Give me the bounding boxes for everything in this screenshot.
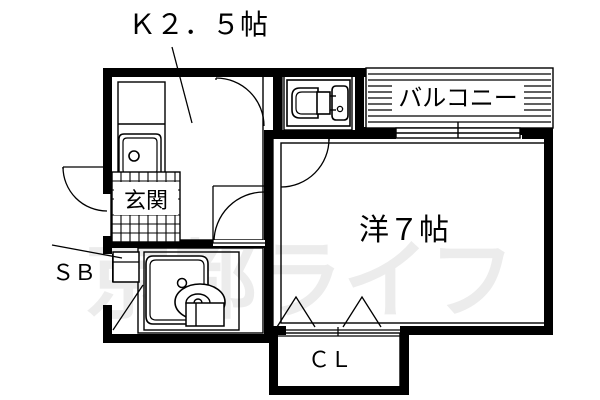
balcony-edge-left (364, 127, 396, 135)
shoe-box-label: ＳＢ (52, 261, 96, 286)
sb-leader-line (51, 244, 123, 259)
main-room-door-swing-icon (280, 138, 330, 188)
kitchen-leader-line (171, 46, 193, 124)
wall-closet-left (269, 326, 278, 395)
balcony-edge-right (520, 127, 553, 135)
unit-bath-outline (143, 251, 240, 331)
wall-wc-right (355, 68, 364, 139)
wall-wc-bottom (264, 130, 372, 139)
wall-top-left (103, 68, 373, 77)
bathroom-fixtures (143, 251, 240, 331)
wall-center-vertical-lower (264, 244, 273, 343)
kitchen-sink-drain-icon (128, 150, 140, 162)
wall-right-exterior (544, 130, 553, 327)
wall-genkan-bottom (112, 240, 264, 248)
toilet-fixture (286, 79, 351, 127)
kitchen-sink-unit (117, 81, 166, 187)
wall-closet-bottom (269, 386, 409, 395)
walls (103, 68, 553, 395)
entrance-door-swing-icon (62, 166, 108, 212)
door-frames (272, 77, 283, 326)
wall-main-bottom-right (400, 326, 553, 335)
closet-folding-door-icon (276, 295, 400, 337)
kitchen-label: Ｋ２．５帖 (128, 8, 268, 41)
wall-left-upper (103, 68, 112, 194)
entrance-genkan: 玄関 (111, 171, 181, 243)
kitchen-door-swing-icon (215, 77, 265, 127)
toilet-bowl-inner (295, 91, 319, 115)
balcony-label-backing (392, 85, 524, 111)
balcony-sliding-door (395, 122, 521, 139)
balcony-label: バルコニー (398, 84, 518, 112)
balcony-area: バルコニー (365, 67, 554, 129)
bathtub-drain-icon (176, 277, 188, 289)
toilet-neck (316, 91, 331, 115)
wall-wc-left (273, 68, 282, 130)
toilet-tank-icon (331, 85, 349, 121)
wall-left-mid (103, 236, 112, 254)
vanity-cabinet (185, 302, 225, 327)
riser-diagonal (112, 284, 144, 331)
bath-door-swing-icon (212, 185, 265, 246)
wall-left-lower (103, 305, 112, 343)
kitchen-label-group: Ｋ２．５帖 (128, 8, 268, 124)
wall-closet-right (400, 326, 409, 395)
wall-bottom-left (103, 334, 278, 343)
closet-label: ＣＬ (308, 348, 352, 373)
genkan-label-backing (114, 182, 178, 215)
toilet-flush-icon (336, 105, 344, 113)
entrance-label: 玄関 (124, 189, 168, 214)
main-room-label: 洋７帖 (359, 213, 449, 248)
wall-center-vertical-upper (264, 130, 273, 244)
